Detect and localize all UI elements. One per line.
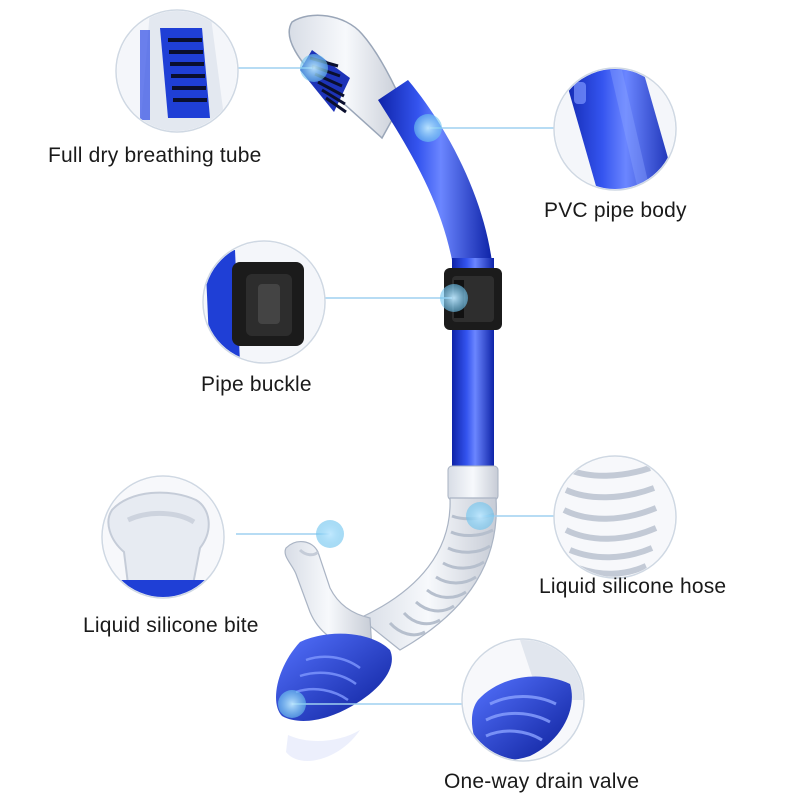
highlight-dots — [278, 54, 494, 718]
pvc-pipe-upper — [378, 80, 492, 262]
silicone-bite-shape — [284, 541, 373, 651]
detail-circle-dry-top — [115, 9, 239, 133]
highlight-dot-pipe-buckle — [440, 284, 468, 312]
highlight-dot-silicone-bite — [316, 520, 344, 548]
detail-circle-pipe-body — [553, 67, 677, 191]
detail-circle-silicone-bite — [101, 475, 225, 599]
detail-circle-drain-valve — [461, 638, 585, 762]
label-silicone-hose: Liquid silicone hose — [539, 575, 727, 598]
highlight-dot-drain-valve — [278, 690, 306, 718]
leader-lines — [236, 67, 556, 705]
detail-circle-pipe-buckle — [202, 240, 326, 364]
label-pipe-body: PVC pipe body — [544, 199, 687, 222]
highlight-dot-pipe-body — [414, 114, 442, 142]
hose-ribs — [388, 512, 495, 637]
label-drain-valve: One-way drain valve — [444, 770, 640, 793]
label-pipe-buckle: Pipe buckle — [201, 373, 312, 396]
tube-collar — [447, 465, 499, 501]
highlight-dot-dry-top — [300, 54, 328, 82]
highlight-dot-silicone-hose — [466, 502, 494, 530]
label-dry-top: Full dry breathing tube — [48, 144, 262, 167]
label-silicone-bite: Liquid silicone bite — [83, 614, 259, 637]
detail-circle-silicone-hose — [553, 455, 677, 579]
